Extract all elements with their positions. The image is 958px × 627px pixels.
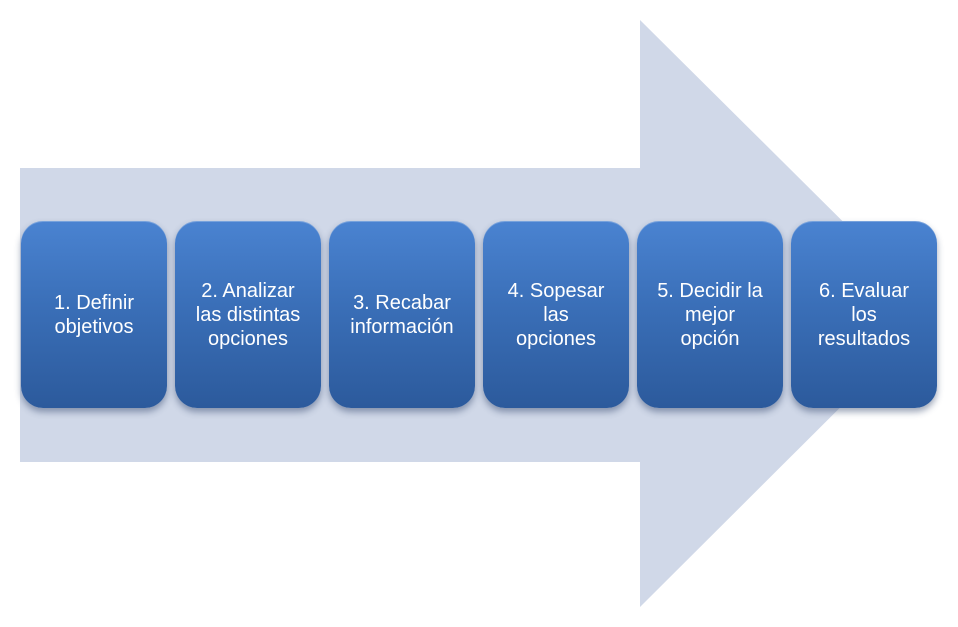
step-label-3: 3. Recabar información [350, 291, 454, 338]
step-label-4: 4. Sopesar las opciones [507, 279, 605, 350]
step-box-1: 1. Definir objetivos [21, 221, 167, 408]
step-box-6: 6. Evaluar los resultados [791, 221, 937, 408]
step-box-3: 3. Recabar información [329, 221, 475, 408]
step-box-4: 4. Sopesar las opciones [483, 221, 629, 408]
step-box-5: 5. Decidir la mejor opción [637, 221, 783, 408]
step-box-2: 2. Analizar las distintas opciones [175, 221, 321, 408]
step-label-2: 2. Analizar las distintas opciones [195, 279, 301, 350]
step-label-1: 1. Definir objetivos [53, 291, 135, 338]
step-label-6: 6. Evaluar los resultados [817, 279, 911, 350]
step-label-5: 5. Decidir la mejor opción [657, 279, 763, 350]
